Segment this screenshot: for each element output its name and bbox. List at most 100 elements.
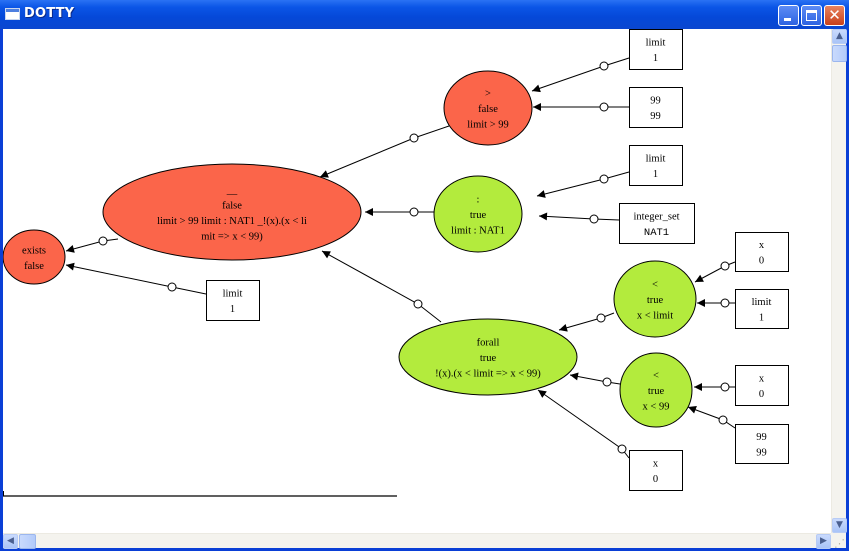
node-label-line: true (647, 295, 664, 306)
edge-gt-to-and (319, 125, 450, 178)
node-box[interactable] (735, 424, 789, 464)
close-button[interactable]: ✕ (824, 5, 845, 26)
edge-box_limit_1d-to-lt_limit (697, 298, 735, 308)
vertical-scrollbar[interactable]: ▲ ▼ (831, 29, 847, 533)
edge-member-to-and (365, 207, 434, 217)
horizontal-scrollbar[interactable]: ◀ ▶ (3, 533, 831, 549)
resize-grip[interactable] (831, 533, 846, 550)
node-exists[interactable]: exists false (3, 229, 66, 285)
node-ellipse[interactable] (102, 163, 362, 261)
edge-line (537, 389, 630, 459)
vertical-scroll-thumb[interactable] (832, 45, 847, 62)
edge-box_limit_1b-to-member (536, 171, 630, 198)
node-label-line: 99 (756, 447, 767, 458)
node-ellipse[interactable] (433, 175, 523, 253)
edge-tail-circle-icon (409, 207, 419, 217)
node-ellipse[interactable] (613, 260, 697, 338)
edge-box_limit_1c-to-exists (65, 262, 207, 295)
scroll-right-button[interactable]: ▶ (816, 534, 831, 549)
node-label-line: limit > 99 limit : NAT1 _!(x).(x < li (157, 216, 307, 227)
node-label-line: forall (477, 338, 500, 349)
edge-line (558, 312, 615, 332)
node-box[interactable] (735, 365, 789, 406)
edge-box_x0a-to-lt_limit (694, 261, 736, 283)
node-forall[interactable]: forall true !(x).(x < limit => x < 99) (398, 318, 578, 396)
node-label-line: mit => x < 99) (201, 231, 263, 242)
node-label-line: 1 (230, 304, 235, 315)
horizontal-scroll-thumb[interactable] (19, 534, 36, 549)
title-bar[interactable]: DOTTY ✕ (0, 0, 849, 29)
node-box[interactable] (629, 29, 683, 70)
node-box_x0c[interactable]: x0 (629, 450, 683, 491)
node-box[interactable] (619, 203, 695, 244)
node-label-line: true (480, 353, 497, 364)
edge-lt_99-to-forall (569, 372, 621, 387)
edge-line (65, 238, 119, 253)
scroll-left-button[interactable]: ◀ (3, 534, 18, 549)
scroll-up-button[interactable]: ▲ (832, 29, 847, 44)
node-label-line: 99 (756, 432, 767, 443)
edge-line (536, 171, 630, 198)
node-label-line: x (759, 373, 765, 384)
node-label-line: __ (226, 185, 238, 196)
node-box[interactable] (629, 145, 683, 186)
node-ellipse[interactable] (398, 318, 578, 396)
edge-tail-circle-icon (167, 282, 177, 292)
edge-tail-circle-icon (98, 236, 108, 246)
minimize-button[interactable] (778, 5, 799, 26)
node-box[interactable] (206, 280, 260, 321)
node-ellipse[interactable] (3, 229, 66, 285)
node-label-line: > (485, 89, 491, 100)
edge-box_x0c-to-forall (537, 389, 630, 459)
node-label-line: false (478, 104, 498, 115)
edge-forall-to-and (321, 250, 442, 323)
window-icon (5, 8, 20, 20)
edge-tail-circle-icon (596, 313, 606, 323)
node-label-line: 1 (653, 53, 658, 64)
edge-line (319, 125, 450, 178)
edge-tail-circle-icon (718, 415, 728, 425)
edge-box_99a-to-gt (533, 102, 629, 112)
node-box[interactable] (629, 450, 683, 491)
node-box[interactable] (735, 289, 789, 329)
edge-box_intset-to-member (538, 212, 620, 224)
node-label-line: : (477, 195, 480, 206)
edge-tail-circle-icon (599, 102, 609, 112)
edge-tail-circle-icon (720, 261, 730, 271)
window-title: DOTTY (24, 6, 75, 21)
node-box_limit_1c[interactable]: limit 1 (206, 280, 260, 321)
node-label-line: !(x).(x < limit => x < 99) (435, 369, 541, 380)
node-label-line: 0 (759, 389, 764, 400)
node-label-line: 99 (650, 95, 661, 106)
node-label-line: exists (22, 245, 46, 256)
edge-box_x0b-to-lt_99 (694, 382, 735, 392)
node-ellipse[interactable] (443, 70, 533, 146)
node-ellipse[interactable] (619, 352, 693, 428)
node-label-line: limit (223, 288, 243, 299)
node-label-line: false (24, 261, 44, 272)
node-box_x0b[interactable]: x0 (735, 365, 789, 406)
node-box_x0a[interactable]: x0 (735, 232, 789, 272)
maximize-button[interactable] (801, 5, 822, 26)
edge-box_99b-to-lt_99 (687, 406, 736, 429)
edge-lt_limit-to-forall (558, 312, 615, 332)
node-box[interactable] (629, 87, 683, 128)
scroll-down-button[interactable]: ▼ (832, 518, 847, 533)
node-box[interactable] (735, 232, 789, 272)
edge-tail-circle-icon (409, 133, 419, 143)
node-label-line: true (470, 210, 487, 221)
